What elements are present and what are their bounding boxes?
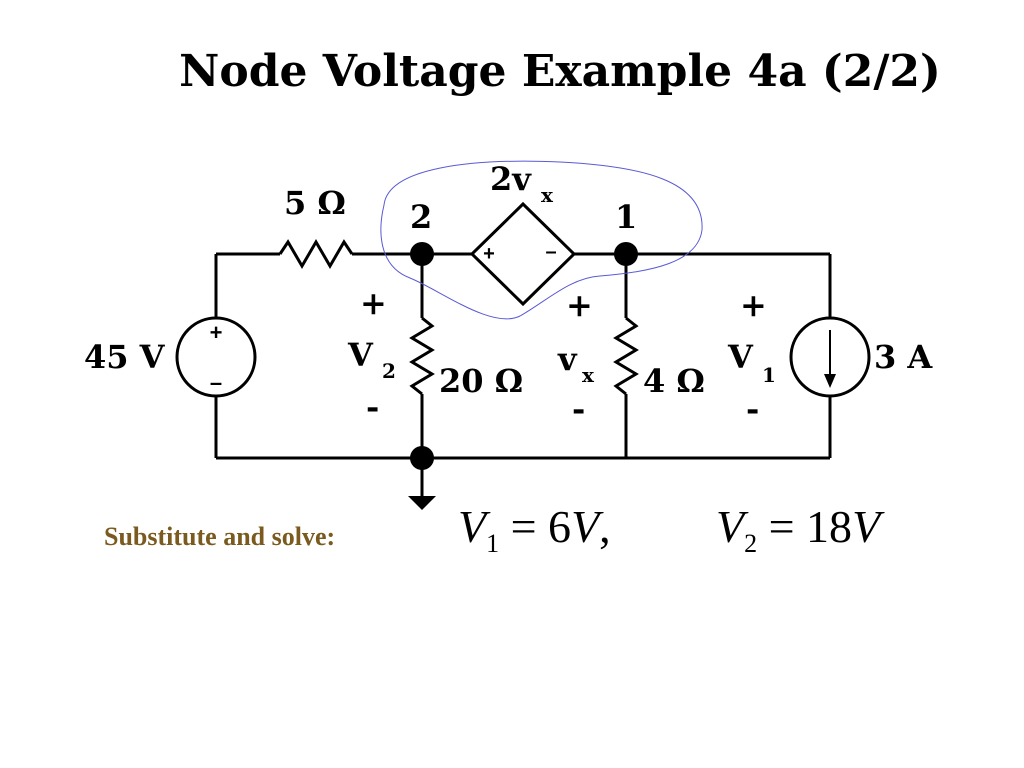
v1-minus: - — [746, 390, 759, 428]
resistor-4-label: 4 Ω — [643, 362, 705, 400]
resistor-5-ohm — [278, 239, 354, 269]
arrow-down-icon — [824, 374, 836, 388]
v2-sub: 2 — [382, 359, 396, 383]
solution-caption: Substitute and solve: — [104, 522, 336, 551]
v2-plus: + — [360, 284, 387, 322]
eq1-sub: 1 — [486, 529, 500, 558]
eq1-unit: V — [571, 501, 600, 552]
eq2-sub: 2 — [744, 529, 758, 558]
dependent-minus: – — [545, 241, 556, 263]
source-plus: + — [210, 320, 223, 345]
resistor-5-label: 5 Ω — [284, 184, 346, 222]
dependent-voltage-source — [469, 201, 577, 307]
dependent-plus: + — [483, 243, 495, 265]
resistor-4-ohm — [613, 316, 639, 396]
equation-v2: V2 = 18V — [716, 500, 880, 559]
current-source-label: 3 A — [874, 338, 933, 376]
node-2-label: 2 — [410, 198, 432, 236]
eq2-unit: V — [852, 501, 881, 552]
v1-sub: 1 — [762, 363, 776, 387]
v2-minus: - — [366, 388, 379, 426]
node-1-label: 1 — [615, 198, 637, 236]
ground-node-dot — [410, 446, 434, 470]
vx-sub: x — [582, 363, 595, 387]
node-1-dot — [614, 242, 638, 266]
vx-label: v — [557, 340, 578, 378]
equation-v1: V1 = 6V, — [458, 500, 611, 559]
dependent-label: 2v — [490, 160, 532, 198]
ground-icon — [408, 496, 436, 510]
wires — [214, 239, 832, 496]
v2-label: V — [347, 336, 374, 374]
source-voltage-label: 45 V — [84, 338, 166, 376]
source-minus: – — [210, 370, 222, 395]
vx-plus: + — [566, 286, 593, 324]
vx-minus: - — [572, 390, 585, 428]
eq2-rhs: = 18 — [757, 501, 853, 552]
eq2-var: V — [716, 501, 745, 552]
v1-plus: + — [740, 286, 767, 324]
eq1-var: V — [458, 501, 487, 552]
voltage-source — [175, 316, 257, 398]
eq1-rhs: = 6 — [499, 501, 572, 552]
resistor-20-ohm — [409, 316, 435, 396]
eq1-comma: , — [599, 501, 611, 552]
resistor-20-label: 20 Ω — [439, 362, 523, 400]
annotation-loop — [380, 160, 703, 320]
slide-title: Node Voltage Example 4a (2/2) — [179, 46, 941, 97]
node-2-dot — [410, 242, 434, 266]
v1-label: V — [727, 338, 754, 376]
dependent-label-sub: x — [541, 183, 554, 207]
